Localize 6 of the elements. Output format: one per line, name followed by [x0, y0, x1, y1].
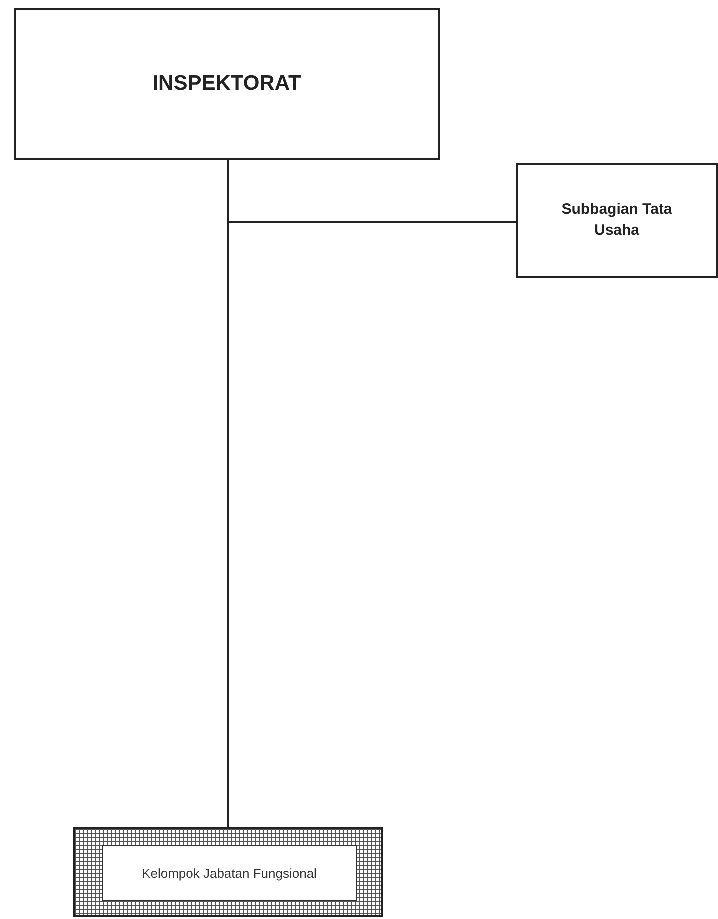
- unit-box: [516, 163, 718, 278]
- unit-label: INSPEKTORAT: [152, 72, 302, 96]
- hatched-unit-box: [73, 827, 383, 917]
- unit-box: [14, 8, 440, 160]
- unit-label-panel: Kelompok Jabatan Fungsional: [102, 845, 357, 901]
- unit-label: Subbagian Tata Usaha: [560, 200, 674, 240]
